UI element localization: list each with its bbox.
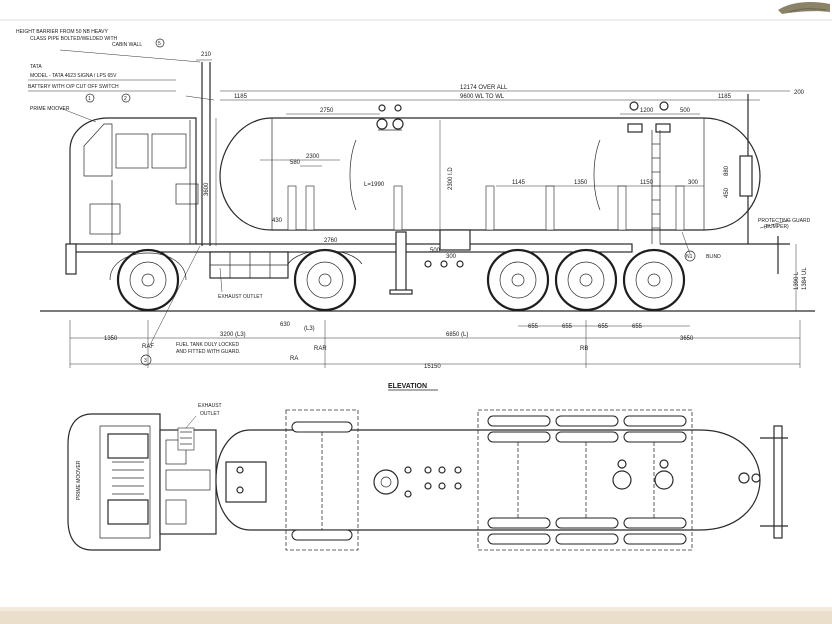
dim-1990: L=1990 — [364, 182, 385, 188]
ref-5-label: 5 — [158, 41, 161, 47]
note-battery: BATTERY WITH O/P CUT OFF SWITCH — [28, 84, 119, 90]
plan-manhole-right-1 — [612, 470, 632, 490]
dim-2760: 2760 — [324, 238, 338, 244]
dim-630: 630 — [280, 322, 291, 328]
note-exhaust-outlet: EXHAUST OUTLET — [218, 294, 263, 300]
dim-2750: 2750 — [320, 108, 334, 114]
ref-1-label: 1 — [88, 96, 91, 102]
front-wheel — [116, 248, 180, 312]
plan-saddle-box — [225, 461, 267, 503]
dim-450: 450 — [724, 187, 730, 198]
label-ra: RA — [290, 356, 298, 362]
decor-leaf-icon — [778, 2, 830, 14]
trailer-wheel-3 — [622, 248, 686, 312]
dim-15150: 15150 — [424, 364, 441, 370]
dim-500-mid: 500 — [430, 248, 441, 254]
trailer-wheel-1 — [486, 248, 550, 312]
ref-marker-5 — [155, 38, 165, 48]
trailer-wheel-2 — [554, 248, 618, 312]
cab — [69, 117, 199, 247]
dim-655-2: 655 — [562, 324, 573, 330]
plan-drive-axle-box — [285, 409, 359, 551]
ref-marker-3 — [140, 354, 152, 366]
ref-2-label: 2 — [124, 96, 127, 102]
note-protecting-guard-2: (BUMPER) — [764, 224, 789, 230]
top-dimension-lines — [196, 59, 797, 311]
front-bumper — [65, 243, 77, 275]
note-height-barrier-2: CLASS PIPE BOLTED/WELDED WITH — [30, 36, 118, 42]
dim-655-3: 655 — [598, 324, 609, 330]
dim-500-top: 500 — [680, 108, 691, 114]
dim-1150: 1150 — [640, 180, 654, 186]
plan-rear-guard — [773, 425, 783, 539]
plan-cab: PRIME MOOVER — [67, 413, 161, 551]
nt-marker — [684, 250, 696, 262]
note-fuel-tank-1: FUEL TANK DULY LOCKED — [176, 342, 239, 348]
dim-880: 880 — [724, 165, 730, 176]
note-prime-mover: PRIME MOOVER — [30, 106, 70, 112]
dim-1384: 1384 UL — [802, 267, 808, 290]
note-fuel-tank-2: AND FITTED WITH GUARD. — [176, 349, 240, 355]
note-model: MODEL - TATA 4623 SIGNA / LPS 65V — [30, 73, 117, 79]
note-blind: BLIND — [706, 254, 721, 260]
top-valves-right — [627, 101, 671, 133]
plan-manhole-left — [373, 469, 399, 495]
plan-tank — [215, 429, 761, 531]
dim-overall: 12174 OVER ALL — [460, 85, 508, 91]
dim-1390: 1390 L — [794, 271, 800, 290]
dim-430: 430 — [272, 218, 283, 224]
bottom-dimension-lines — [69, 320, 801, 368]
dim-3650: 3650 — [680, 336, 694, 342]
note-protecting-guard-1: PROTECTING GUARD — [758, 218, 811, 224]
note-height-barrier-1: HEIGHT BARRIER FROM 50 NB HEAVY — [16, 29, 108, 35]
dim-3600: 3600 — [204, 182, 210, 196]
landing-leg — [389, 229, 471, 295]
drive-wheel — [293, 248, 357, 312]
note-tata: TATA — [30, 64, 42, 70]
plan-exhaust-label-2: OUTLET — [200, 411, 220, 417]
dim-210: 210 — [201, 52, 212, 58]
saddle-supports — [287, 185, 685, 231]
dim-3200: 3200 (L3) — [220, 332, 246, 338]
plan-view: PRIME MOOVER EXHAUST OUTLET — [67, 403, 788, 551]
label-rar: RAR — [314, 346, 327, 352]
dim-wl-to-wl: 9600 WL TO WL — [460, 94, 505, 100]
dim-1185-left: 1185 — [234, 94, 248, 100]
plan-trailer-axle-box — [477, 409, 693, 551]
dim-1350: 1350 — [574, 180, 588, 186]
dim-1185-right: 1185 — [718, 94, 732, 100]
ref-3-label: 3 — [144, 358, 147, 364]
plan-prime-mover-label: PRIME MOOVER — [76, 460, 82, 500]
plan-manhole-right-2 — [654, 470, 674, 490]
rear-guard — [660, 94, 790, 274]
dim-580: 580 — [290, 160, 301, 166]
dim-1350-bottom: 1350 — [104, 336, 118, 342]
plan-exhaust-label-1: EXHAUST — [198, 403, 222, 409]
dim-655-1: 655 — [528, 324, 539, 330]
dim-1200: 1200 — [640, 108, 654, 114]
label-rb: RB — [580, 346, 588, 352]
dim-300: 300 — [688, 180, 699, 186]
nt-label: N1 — [686, 254, 693, 260]
elevation-title: ELEVATION — [388, 383, 427, 390]
elevation-view: HEIGHT BARRIER FROM 50 NB HEAVY CLASS PI… — [16, 29, 815, 391]
dim-300-mid: 300 — [446, 254, 457, 260]
plan-equipment — [159, 427, 217, 535]
dim-200: 200 — [794, 90, 805, 96]
ref-marker-1 — [85, 93, 95, 103]
decor-bottom-band — [0, 607, 832, 624]
ref-marker-2 — [121, 93, 131, 103]
dim-1145: 1145 — [512, 180, 526, 186]
note-height-barrier-3: CABIN WALL — [112, 42, 142, 48]
dim-l3: (L3) — [304, 326, 315, 332]
dim-655-4: 655 — [632, 324, 643, 330]
top-valves-left — [376, 104, 404, 131]
label-raf: RAF — [142, 344, 154, 350]
dim-6850: 6850 (L) — [446, 332, 468, 338]
dim-2300: 2300 — [306, 154, 320, 160]
dim-2300-id: 2300 I.D — [448, 167, 454, 190]
